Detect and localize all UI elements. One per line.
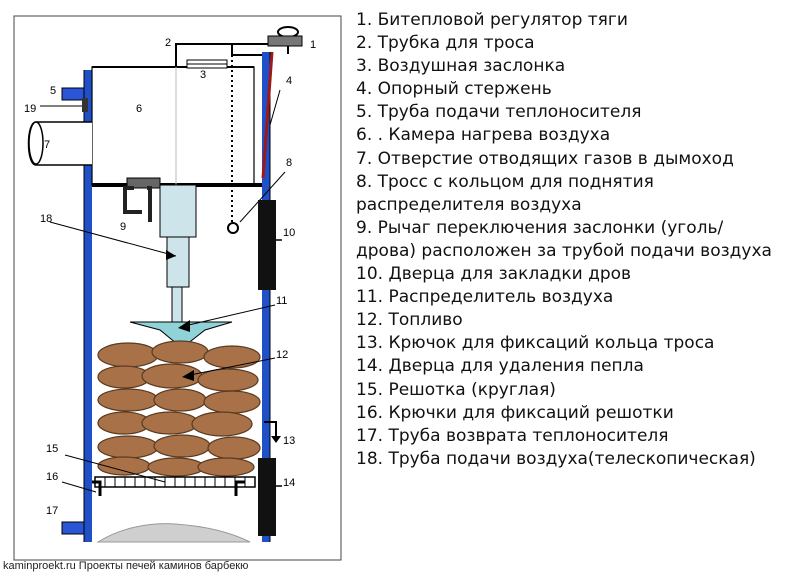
- legend-item: 15. Решотка (круглая): [356, 379, 556, 400]
- pipe-flange: [82, 98, 88, 112]
- legend-item: 5. Труба подачи теплоносителя: [356, 102, 642, 123]
- legend-item: 10. Дверца для закладки дров: [356, 264, 632, 285]
- ash-heap: [96, 523, 251, 543]
- callout-11: 11: [276, 295, 287, 307]
- legend-item: 11. Распределитель воздуха: [356, 287, 614, 308]
- callout-8-line: [239, 171, 286, 223]
- callout-3: 3: [200, 69, 206, 81]
- legend-item: 14. Дверца для удаления пепла: [356, 356, 644, 377]
- legend-item: 4. Опорный стержень: [356, 79, 552, 100]
- callout-12-line: [184, 357, 276, 377]
- hook-arrow: [271, 436, 281, 443]
- legend-item: 18. Труба подачи воздуха(телескопическая…: [356, 448, 756, 469]
- callout-16: 16: [46, 471, 58, 483]
- coolant-supply-pipe: [61, 87, 85, 101]
- grate-hook-right: [234, 480, 245, 496]
- air-tube-inner: [166, 236, 190, 288]
- air-tube-stem: [171, 286, 183, 324]
- callout-1: 1: [310, 39, 316, 51]
- callout-15-line: [64, 454, 166, 483]
- legend-item: 1. Битепловой регулятор тяги: [356, 10, 628, 30]
- boiler-diagram: 1 2 3 4 5 6 7 8 9 10 11 12 13 14 15 16 1…: [13, 15, 342, 561]
- legend-item: 16. Крючки для фиксаций решотки: [356, 402, 674, 423]
- callout-16-line: [61, 481, 97, 493]
- air-distributor: [129, 321, 233, 349]
- callout-7: 7: [44, 139, 50, 151]
- rod-pointer: [269, 89, 281, 126]
- callout-5: 5: [50, 85, 56, 97]
- diagram-border: [13, 15, 342, 561]
- callout-18-arrow: [166, 250, 176, 260]
- loading-door: [258, 200, 276, 290]
- legend-item: 12. Топливо: [356, 310, 463, 331]
- grate-hook-left: [92, 480, 102, 496]
- legend-item: 9. Рычаг переключения заслонки (уголь/ д…: [356, 217, 772, 261]
- coolant-return-pipe: [61, 521, 85, 535]
- legend-item: 6. . Камера нагрева воздуха: [356, 125, 611, 146]
- legend-list: 1. Битепловой регулятор тяги 2. Трубка д…: [356, 9, 781, 471]
- draft-regulator: [267, 35, 303, 47]
- lever-arm: [147, 186, 152, 222]
- left-wall: [84, 70, 92, 542]
- callout-8: 8: [286, 157, 292, 169]
- support-rod: [261, 51, 274, 179]
- legend-item: 3. Воздушная заслонка: [356, 56, 566, 77]
- fuel-logs: [97, 340, 261, 477]
- switch-lever: [123, 186, 142, 214]
- callout-13: 13: [283, 435, 295, 447]
- legend-item: 13. Крючок для фиксаций кольца троса: [356, 333, 715, 354]
- legend-item: 8. Тросс с кольцом для поднятия распреде…: [356, 171, 654, 215]
- callout-14: 14: [283, 477, 295, 489]
- callout-11-line: [179, 304, 276, 328]
- air-heating-chamber: [91, 66, 255, 186]
- callout-10: 10: [283, 227, 295, 239]
- callout-6: 6: [136, 103, 142, 115]
- legend-item: 2. Трубка для троса: [356, 33, 535, 54]
- cable-hook: [264, 421, 277, 438]
- flue-opening: [28, 121, 44, 165]
- air-tube-outer: [159, 184, 197, 238]
- lever-head: [126, 177, 161, 189]
- legend-item: 7. Отверстие отводящих газов в дымоход: [356, 148, 734, 169]
- ash-door: [258, 458, 276, 536]
- callout-19: 19: [24, 103, 36, 115]
- callout-2: 2: [165, 37, 171, 49]
- footer-caption: kaminproekt.ru Проекты печей каминов бар…: [3, 560, 249, 572]
- callout-11-arrow: [178, 320, 190, 332]
- callout-17: 17: [46, 505, 58, 517]
- right-wall: [262, 52, 270, 542]
- callout-12: 12: [276, 349, 288, 361]
- legend-item: 17. Труба возврата теплоносителя: [356, 425, 669, 446]
- callout-9: 9: [120, 221, 126, 233]
- callout-4: 4: [286, 75, 292, 87]
- callout-18-line: [49, 221, 177, 257]
- callout-15: 15: [46, 443, 58, 455]
- cable-ring: [227, 222, 239, 234]
- callout-18: 18: [40, 213, 52, 225]
- callout-12-arrow: [182, 370, 194, 381]
